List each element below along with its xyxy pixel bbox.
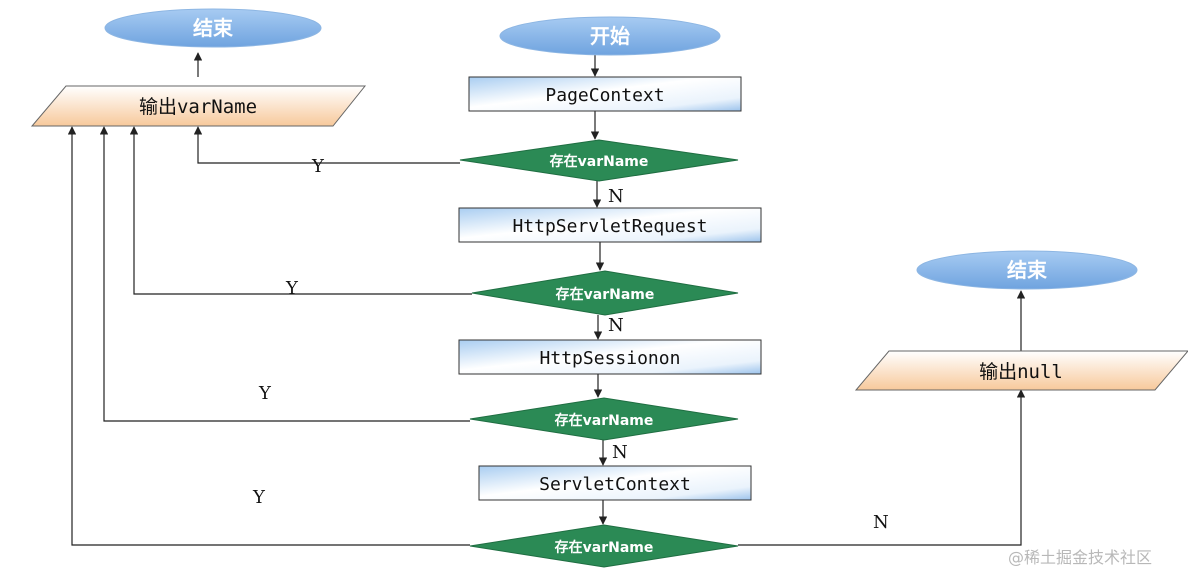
decision-1: 存在varName [459, 139, 739, 182]
decision-2: 存在varName [471, 270, 739, 316]
process-httpservletrequest: HttpServletRequest [458, 207, 762, 243]
watermark: @稀土掘金技术社区 [1008, 548, 1153, 567]
process-pagecontext-label: PageContext [545, 85, 664, 106]
output-varname-label: 输出varName [139, 96, 257, 118]
edge-label-d1-yes: Y [311, 156, 325, 177]
process-servletcontext: ServletContext [478, 465, 752, 501]
edge-d1-yes [193, 126, 460, 164]
decision-2-label: 存在varName [556, 286, 655, 303]
process-pagecontext: PageContext [468, 76, 742, 112]
end-terminal-found: 结束 [104, 8, 322, 48]
edge-label-d2-no: N [608, 315, 624, 336]
edge-d4-yes [67, 126, 470, 546]
decision-4: 存在varName [469, 524, 739, 568]
edge-d4-no [738, 389, 1026, 546]
end-terminal-null: 结束 [916, 250, 1138, 290]
start-terminal-label: 开始 [590, 24, 630, 48]
start-terminal: 开始 [499, 16, 721, 56]
edge-label-d3-yes: Y [258, 383, 272, 404]
process-httpservletrequest-label: HttpServletRequest [512, 216, 707, 237]
edge-label-d2-yes: Y [285, 278, 299, 299]
edge-d3-yes [99, 126, 470, 422]
decision-3: 存在varName [469, 397, 739, 441]
output-null: 输出null [854, 350, 1188, 391]
edge-label-d1-no: N [608, 186, 624, 207]
process-httpsession-label: HttpSessionon [540, 348, 681, 369]
output-null-label: 输出null [979, 361, 1063, 383]
output-varname: 输出varName [30, 85, 367, 127]
decision-4-label: 存在varName [555, 539, 654, 556]
decision-3-label: 存在varName [555, 412, 654, 429]
process-httpsession: HttpSessionon [458, 339, 762, 375]
end-terminal-found-label: 结束 [193, 16, 234, 40]
edge-d2-yes [129, 126, 472, 295]
edge-label-d4-no: N [873, 512, 889, 533]
edge-label-d4-yes: Y [252, 487, 266, 508]
process-servletcontext-label: ServletContext [539, 474, 691, 495]
edge-label-d3-no: N [612, 442, 628, 463]
decision-1-label: 存在varName [550, 153, 649, 170]
end-terminal-null-label: 结束 [1007, 258, 1048, 282]
